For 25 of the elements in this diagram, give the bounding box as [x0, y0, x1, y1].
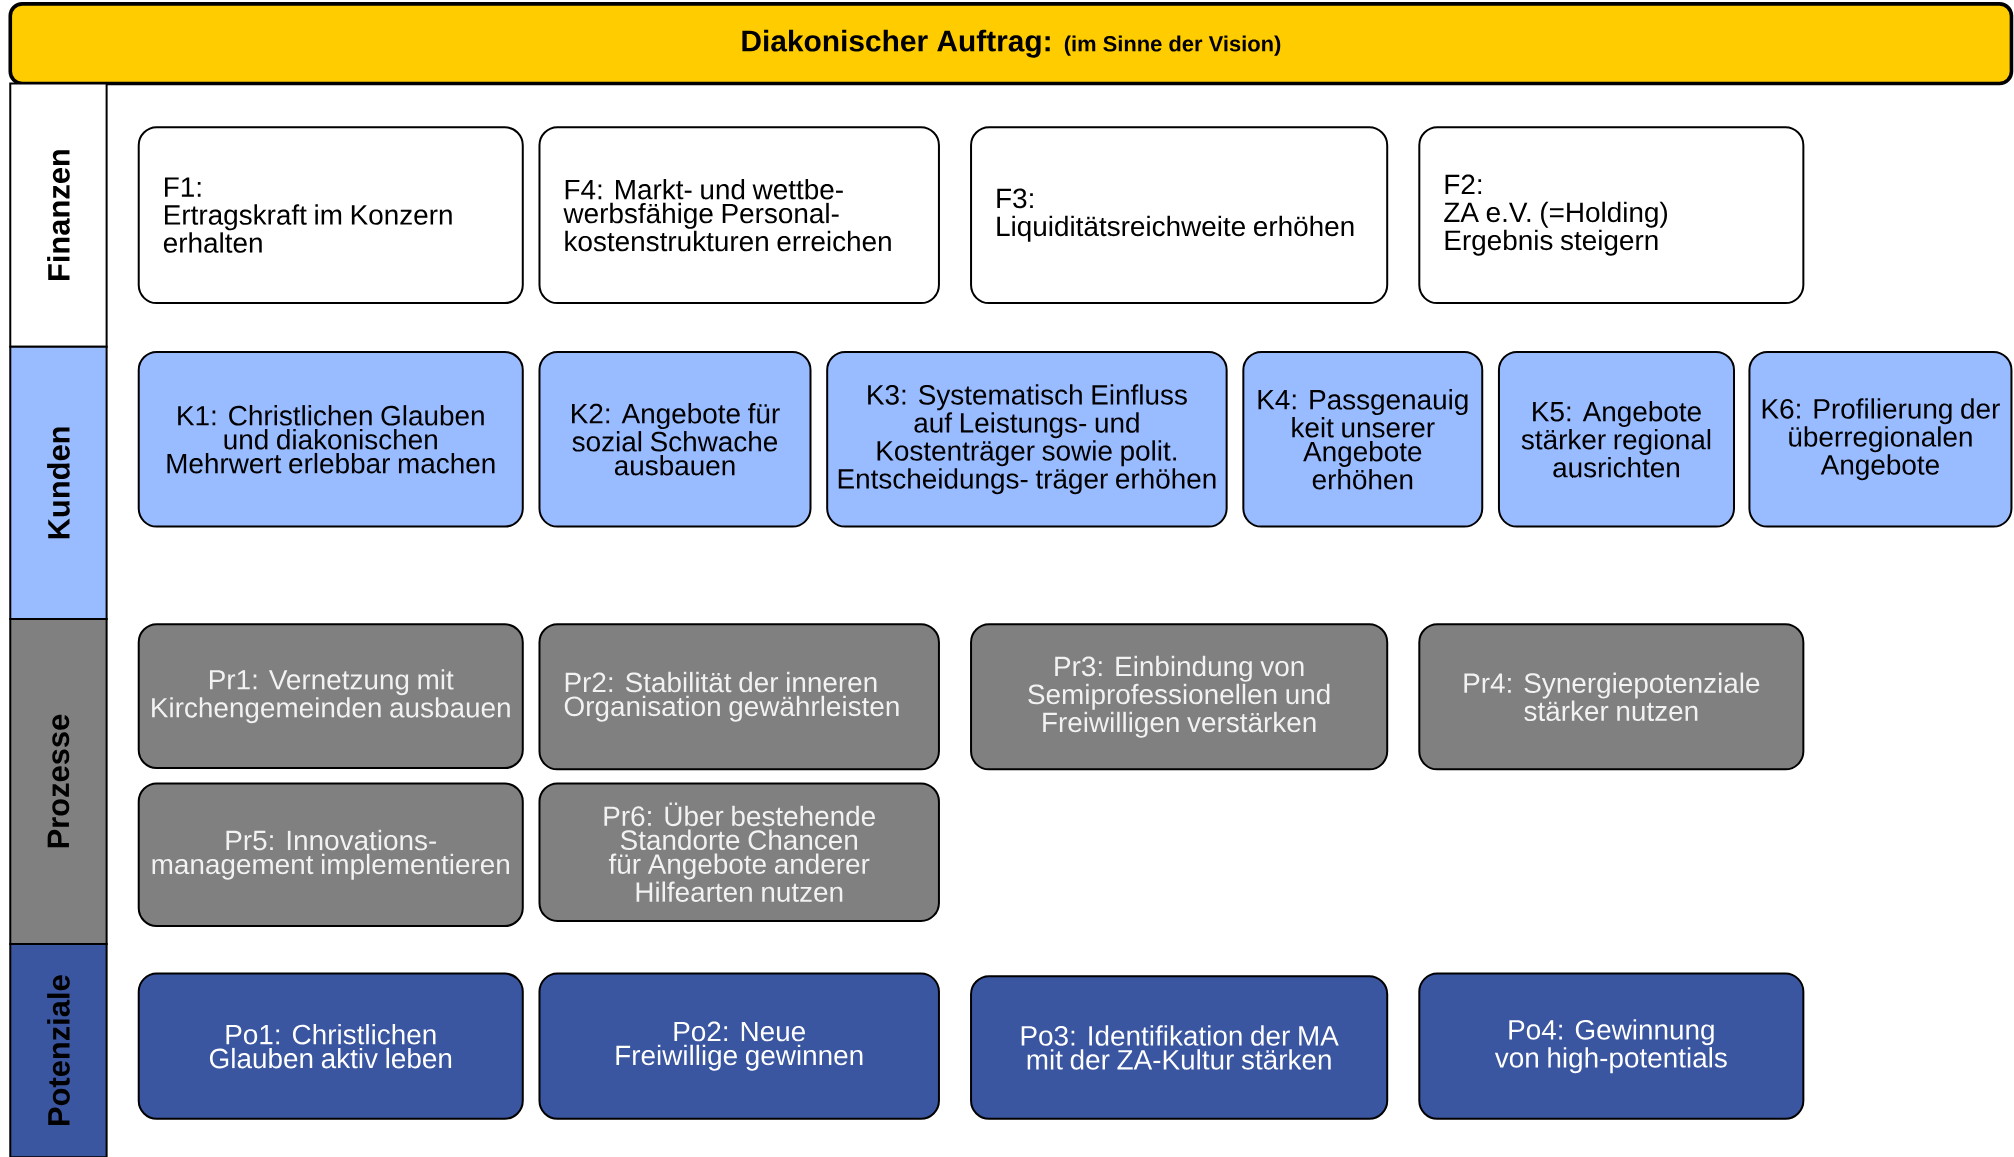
goal-box: Pr1: Vernetzung mit Kirchengemeinden ausbauen: [137, 623, 524, 770]
goal-box: K6: Profilierung der überregionalen Angebote: [1748, 350, 2013, 528]
category-band: Potenziale: [9, 943, 108, 1157]
goal-box: K1: Christlichen Glauben und diakonischen Mehrwert erlebbar machen: [137, 350, 524, 528]
goal-box: F1: Ertragskraft im Konzern erhalten: [137, 126, 524, 305]
goal-box: F4: Markt- und wettbe- werbsfähige Personal- kostenstrukturen erreichen: [538, 126, 940, 305]
goal-box: Po1: Christlichen Glauben aktiv leben: [137, 972, 524, 1120]
goal-box: Pr5: Innovations- management implementieren: [137, 782, 524, 928]
goal-box: Pr6: Über bestehende Standorte Chancen für Angebote anderer Hilfearten nutzen: [538, 782, 940, 922]
goal-box: Pr3: Einbindung von Semiprofessionellen und Freiwilligen verstärken: [970, 623, 1389, 771]
goal-box: F3: Liquiditätsreichweite erhöhen: [970, 126, 1389, 305]
goal-box: K4: Passgenauig keit unserer Angebote erhöhen: [1242, 350, 1484, 528]
goal-box: K5: Angebote stärker regional ausrichten: [1497, 350, 1735, 528]
title-banner: Diakonischer Auftrag: (im Sinne der Vision): [8, 2, 2014, 86]
goal-box: Pr4: Synergiepotenziale stärker nutzen: [1418, 623, 1805, 771]
category-band: Finanzen: [9, 82, 108, 348]
goal-box: Pr2: Stabilität der inneren Organisation gewährleisten: [538, 623, 940, 771]
goal-box: Po3: Identifikation der MA mit der ZA-Kultur stärken: [970, 975, 1389, 1120]
goal-box: F2: ZA e.V. (=Holding) Ergebnis steigern: [1418, 126, 1805, 305]
goal-box: Po2: Neue Freiwillige gewinnen: [538, 972, 940, 1120]
goal-box: K3: Systematisch Einfluss auf Leistungs- und Kostenträger sowie polit. Entscheidungs- träger erhöhen: [826, 350, 1228, 528]
goal-box: K2: Angebote für sozial Schwache ausbauen: [538, 350, 812, 528]
category-band: Kunden: [9, 345, 108, 621]
category-band: Prozesse: [9, 618, 108, 946]
goal-box: Po4: Gewinnung von high-potentials: [1418, 972, 1805, 1120]
